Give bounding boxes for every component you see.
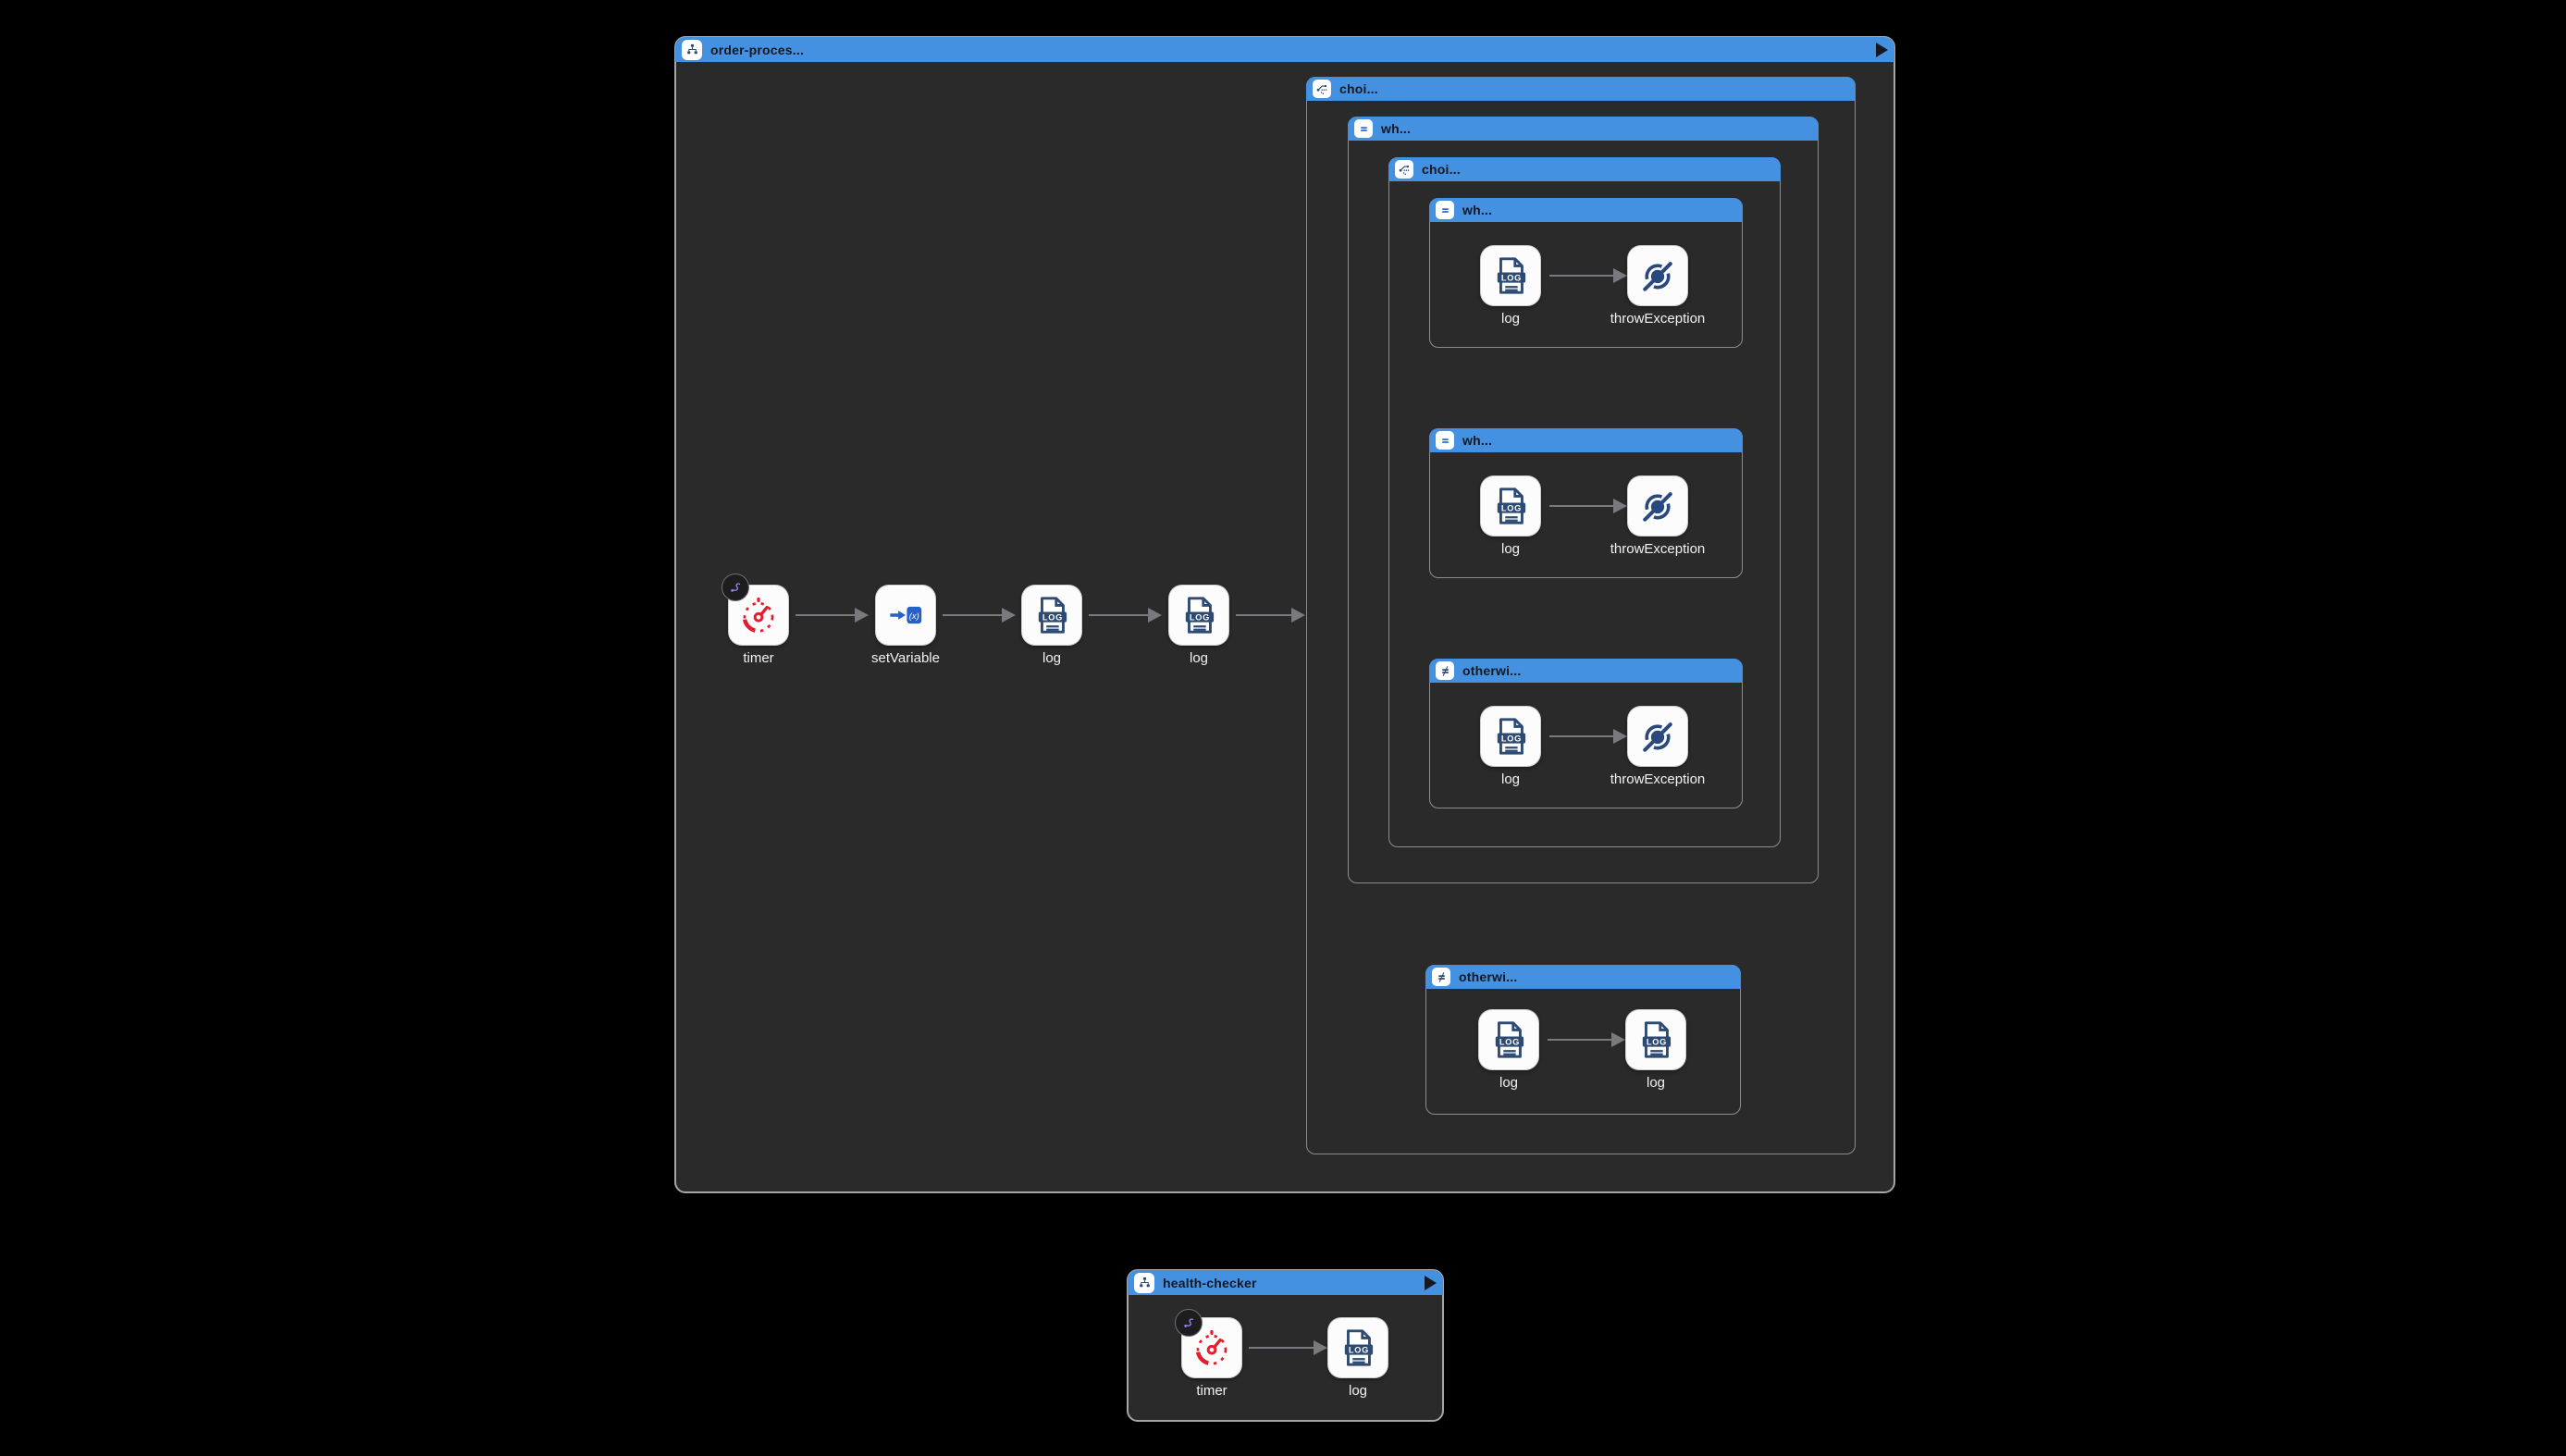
- log-icon[interactable]: [1169, 586, 1228, 645]
- log-icon[interactable]: [1328, 1318, 1388, 1377]
- route-squiggle-icon: [727, 579, 744, 596]
- not-equals-icon: [1436, 661, 1454, 680]
- node-label: log: [1042, 650, 1062, 666]
- log-icon[interactable]: [1626, 1010, 1685, 1069]
- choice-icon: [1313, 80, 1331, 98]
- container-title: wh...: [1381, 121, 1412, 136]
- container-title: choi...: [1422, 162, 1461, 177]
- flow-arrow: [1549, 268, 1627, 283]
- otherwise-header[interactable]: otherwi...: [1425, 965, 1741, 989]
- step-node-setvariable[interactable]: setVariable: [846, 586, 965, 666]
- container-title: otherwi...: [1459, 969, 1518, 984]
- flow-arrow: [1548, 1032, 1625, 1047]
- when-header[interactable]: wh...: [1429, 428, 1743, 452]
- choice-container[interactable]: choi... wh... choi...: [1306, 77, 1856, 1154]
- step-node-throwexception[interactable]: throwException: [1598, 246, 1717, 327]
- throw-exception-icon[interactable]: [1628, 707, 1687, 766]
- node-label: log: [1500, 771, 1521, 787]
- route-container-health-checker[interactable]: health-checker timer log: [1127, 1269, 1444, 1422]
- equals-icon: [1436, 431, 1454, 450]
- node-label: timer: [743, 650, 774, 666]
- step-node-log[interactable]: log: [1299, 1318, 1417, 1399]
- log-icon[interactable]: [1481, 476, 1540, 536]
- flow-arrow: [1236, 608, 1305, 623]
- node-label: log: [1189, 650, 1209, 666]
- step-node-throwexception[interactable]: throwException: [1598, 476, 1717, 557]
- step-node-log[interactable]: log: [1140, 586, 1258, 666]
- step-node-timer[interactable]: timer: [1153, 1309, 1271, 1399]
- step-node-log[interactable]: log: [993, 586, 1111, 666]
- otherwise-group-inner[interactable]: otherwi... log throwException: [1429, 659, 1743, 808]
- throw-exception-icon[interactable]: [1628, 476, 1687, 536]
- node-label: throwException: [1610, 541, 1706, 557]
- container-title: otherwi...: [1462, 663, 1522, 678]
- equals-icon: [1354, 119, 1373, 138]
- route-container-order[interactable]: order-proces... timer setVariable log lo…: [674, 36, 1895, 1193]
- otherwise-group-outer[interactable]: otherwi... log log: [1425, 965, 1741, 1115]
- node-label: log: [1500, 311, 1521, 327]
- log-icon[interactable]: [1481, 246, 1540, 305]
- equals-icon: [1436, 201, 1454, 219]
- container-title: choi...: [1339, 81, 1378, 96]
- node-label: throwException: [1610, 771, 1706, 787]
- flow-arrow: [1089, 608, 1162, 623]
- route-badge: [722, 574, 749, 601]
- route-icon: [682, 39, 702, 60]
- route-squiggle-icon: [1180, 1314, 1197, 1331]
- flow-arrow: [943, 608, 1016, 623]
- route-badge: [1175, 1309, 1203, 1337]
- node-label: throwException: [1610, 311, 1706, 327]
- route-header[interactable]: order-proces...: [675, 37, 1894, 62]
- flow-arrow: [1249, 1340, 1327, 1355]
- container-title: wh...: [1462, 203, 1493, 217]
- set-variable-icon[interactable]: [876, 586, 935, 645]
- choice-header[interactable]: choi...: [1388, 157, 1781, 181]
- container-title: wh...: [1462, 433, 1493, 448]
- otherwise-header[interactable]: otherwi...: [1429, 659, 1743, 683]
- log-icon[interactable]: [1022, 586, 1081, 645]
- container-title: health-checker: [1163, 1275, 1257, 1290]
- flow-arrow: [1549, 729, 1627, 744]
- node-label: timer: [1196, 1383, 1227, 1399]
- route-header[interactable]: health-checker: [1128, 1270, 1443, 1295]
- log-icon[interactable]: [1481, 707, 1540, 766]
- flow-arrow: [796, 608, 869, 623]
- node-label: log: [1500, 541, 1521, 557]
- when-header[interactable]: wh...: [1429, 198, 1743, 222]
- when-header[interactable]: wh...: [1348, 117, 1819, 141]
- step-node-log[interactable]: log: [1451, 476, 1570, 557]
- throw-exception-icon[interactable]: [1628, 246, 1687, 305]
- step-node-log[interactable]: log: [1597, 1010, 1715, 1091]
- node-label: log: [1499, 1075, 1519, 1091]
- step-node-log[interactable]: log: [1451, 707, 1570, 787]
- container-title: order-proces...: [710, 42, 805, 57]
- node-label: setVariable: [871, 650, 940, 666]
- step-node-throwexception[interactable]: throwException: [1598, 707, 1717, 787]
- run-route-button[interactable]: [1876, 42, 1888, 57]
- node-label: log: [1348, 1383, 1368, 1399]
- run-route-button[interactable]: [1425, 1275, 1437, 1290]
- step-node-timer[interactable]: timer: [699, 574, 818, 666]
- choice-header[interactable]: choi...: [1306, 77, 1856, 101]
- when-container[interactable]: wh... choi... wh...: [1348, 117, 1819, 883]
- log-icon[interactable]: [1479, 1010, 1538, 1069]
- when-group-2[interactable]: wh... log throwException: [1429, 428, 1743, 578]
- step-node-log[interactable]: log: [1451, 246, 1570, 327]
- not-equals-icon: [1432, 968, 1450, 986]
- nested-choice-container[interactable]: choi... wh... log: [1388, 157, 1781, 847]
- route-icon: [1134, 1272, 1154, 1293]
- step-node-log[interactable]: log: [1450, 1010, 1568, 1091]
- choice-icon: [1395, 160, 1413, 179]
- when-group-1[interactable]: wh... log throwException: [1429, 198, 1743, 348]
- flow-arrow: [1549, 499, 1627, 513]
- node-label: log: [1646, 1075, 1666, 1091]
